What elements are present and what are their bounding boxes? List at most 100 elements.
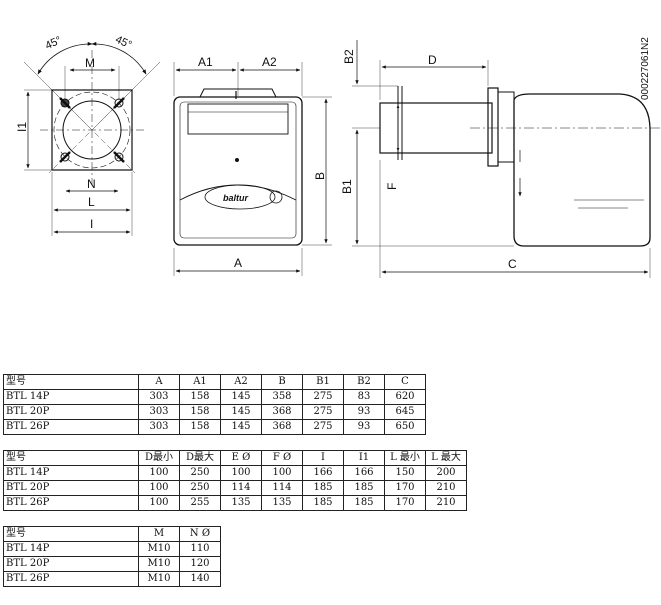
brand-plate <box>204 184 276 210</box>
model-cell: BTL 26P <box>3 419 139 435</box>
table-cell: 166 <box>302 465 344 481</box>
table-cell: 185 <box>302 480 344 496</box>
front-view: baltur A1 A2 A B <box>173 55 332 276</box>
table-cell: 255 <box>179 495 221 511</box>
table-cell: 303 <box>138 419 180 435</box>
table-cell: 275 <box>302 389 344 405</box>
table-row: BTL 20P M10 120 <box>3 556 221 572</box>
dim-A2-label: A2 <box>262 55 277 69</box>
table-cell: M10 <box>138 571 180 587</box>
table-cell: 100 <box>220 465 262 481</box>
bolt-hole-br <box>114 152 124 162</box>
table-header-cell: D最大 <box>179 450 221 466</box>
table-cell: M10 <box>138 556 180 572</box>
table-cell: 93 <box>343 419 385 435</box>
dim-B2-label: B2 <box>342 49 356 64</box>
mounting-flange <box>487 87 499 167</box>
dim-B-label: B <box>313 172 327 180</box>
table-cell: 250 <box>179 465 221 481</box>
dim-L-label: L <box>88 195 95 209</box>
flange-view: 45° 45° M N L I I1 <box>15 34 161 236</box>
table-header-row: 型号 M N Ø <box>3 526 221 542</box>
table-cell: 150 <box>384 465 426 481</box>
dim-M-label: M <box>85 56 95 70</box>
table-header-cell: C <box>384 374 426 390</box>
table-header-cell: A2 <box>220 374 262 390</box>
model-cell: BTL 20P <box>3 480 139 496</box>
table-header-cell: E Ø <box>220 450 262 466</box>
table-header-row: 型号 D最小 D最大 E Ø F Ø I I1 L 最小 L 最大 <box>3 450 467 466</box>
table-cell: 210 <box>425 480 467 496</box>
table-row: BTL 20P 100 250 114 114 185 185 170 210 <box>3 480 467 496</box>
table-cell: 620 <box>384 389 426 405</box>
table-cell: 303 <box>138 404 180 420</box>
table-row: BTL 14P 303 158 145 358 275 83 620 <box>3 389 426 405</box>
side-view: B2 B1 D F C 000227061N2 <box>340 37 660 278</box>
table-cell: 100 <box>138 465 180 481</box>
table-cell: 100 <box>261 465 303 481</box>
bolt-hole-bl <box>60 152 70 162</box>
angle-right-label: 45° <box>113 34 133 52</box>
table-cell: 358 <box>261 389 303 405</box>
table-cell: 645 <box>384 404 426 420</box>
table-cell: 93 <box>343 404 385 420</box>
burner-body-side <box>513 93 651 247</box>
dim-D-label: D <box>428 53 437 67</box>
table-cell: 135 <box>220 495 262 511</box>
dimension-table-3: 型号 M N Ø BTL 14P M10 110 BTL 20P M10 120… <box>3 526 221 587</box>
table-cell: 145 <box>220 419 262 435</box>
table-row: BTL 26P 100 255 135 135 185 185 170 210 <box>3 495 467 511</box>
table-cell: 83 <box>343 389 385 405</box>
table-row: BTL 26P M10 140 <box>3 571 221 587</box>
table-row: BTL 20P 303 158 145 368 275 93 645 <box>3 404 426 420</box>
table-cell: 114 <box>220 480 262 496</box>
table-header-cell: N Ø <box>179 526 221 542</box>
table-header-cell: A1 <box>179 374 221 390</box>
table-cell: 170 <box>384 495 426 511</box>
table-cell: 166 <box>343 465 385 481</box>
table-cell: 120 <box>179 556 221 572</box>
table-header-cell: M <box>138 526 180 542</box>
table-cell: 303 <box>138 389 180 405</box>
table-cell: 275 <box>302 419 344 435</box>
model-cell: BTL 14P <box>3 389 139 405</box>
table-cell: 100 <box>138 495 180 511</box>
model-cell: BTL 26P <box>3 495 139 511</box>
model-cell: BTL 14P <box>3 465 139 481</box>
table-cell: 650 <box>384 419 426 435</box>
table-header-cell: B2 <box>343 374 385 390</box>
brand-logo: baltur <box>223 193 248 203</box>
table-cell: 158 <box>179 389 221 405</box>
dimension-table-1: 型号 A A1 A2 B B1 B2 C BTL 14P 303 158 145… <box>3 374 426 435</box>
table-cell: 250 <box>179 480 221 496</box>
table-header-row: 型号 A A1 A2 B B1 B2 C <box>3 374 426 390</box>
table-cell: 275 <box>302 404 344 420</box>
dim-F-label: F <box>385 183 399 190</box>
table-header-cell: B <box>261 374 303 390</box>
table-cell: 140 <box>179 571 221 587</box>
table-cell: 185 <box>343 495 385 511</box>
table-header-cell: I1 <box>343 450 385 466</box>
table-cell: 135 <box>261 495 303 511</box>
table-cell: 110 <box>179 541 221 557</box>
table-cell: 145 <box>220 404 262 420</box>
table-cell: 368 <box>261 419 303 435</box>
dim-I1-label: I1 <box>15 122 29 132</box>
table-cell: 200 <box>425 465 467 481</box>
table-cell: 158 <box>179 419 221 435</box>
table-cell: 368 <box>261 404 303 420</box>
burner-dimension-drawing: 45° 45° M N L I I1 baltur <box>15 34 660 278</box>
dim-A-label: A <box>234 256 242 270</box>
model-cell: BTL 20P <box>3 556 139 572</box>
table-cell: 185 <box>343 480 385 496</box>
table-header-cell: L 最大 <box>425 450 467 466</box>
angle-left-label: 45° <box>43 34 63 52</box>
table-row: BTL 14P M10 110 <box>3 541 221 557</box>
table-header-cell: A <box>138 374 180 390</box>
dim-N-label: N <box>87 177 96 191</box>
dim-I-label: I <box>90 217 93 231</box>
table-header-cell: F Ø <box>261 450 303 466</box>
table-cell: 185 <box>302 495 344 511</box>
table-cell: 170 <box>384 480 426 496</box>
model-header: 型号 <box>3 374 139 390</box>
